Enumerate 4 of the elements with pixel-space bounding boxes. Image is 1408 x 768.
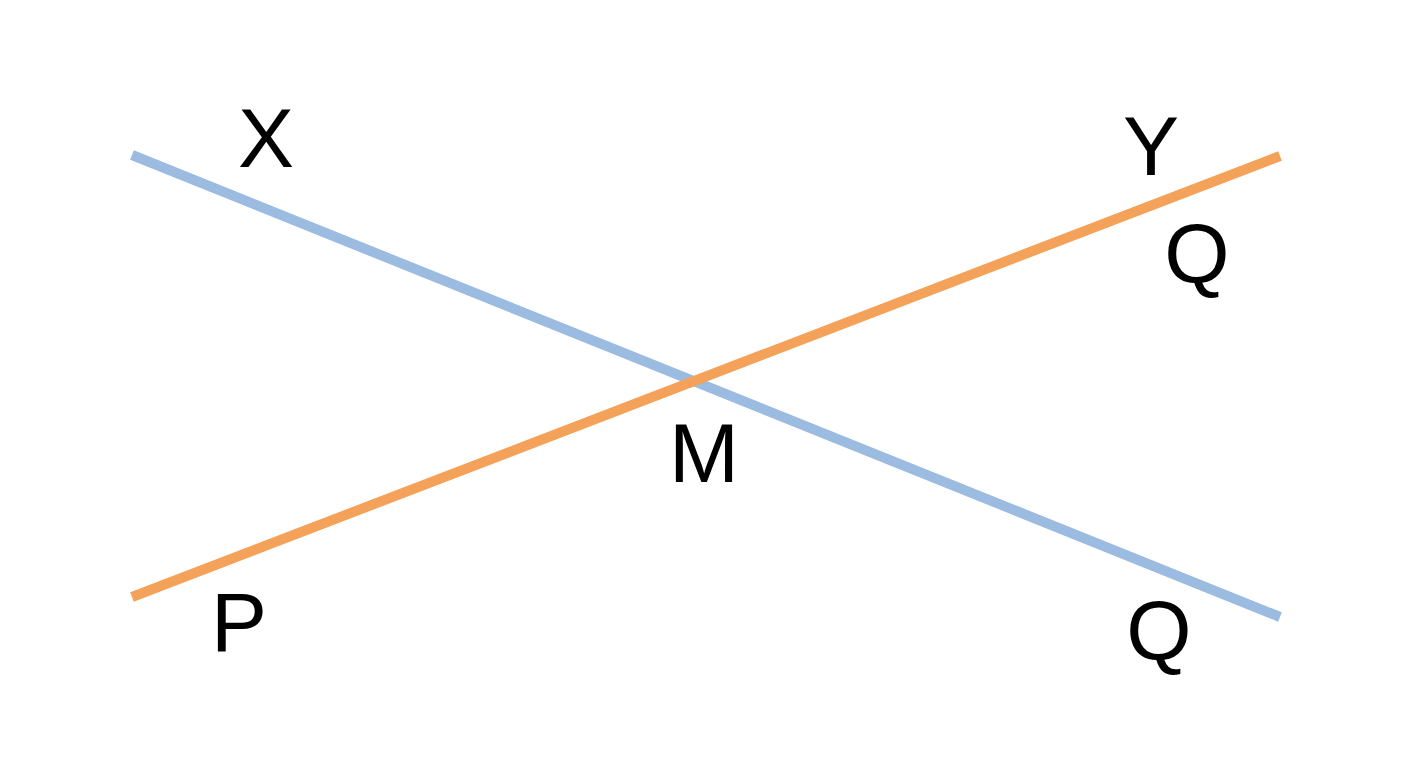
point-label: M bbox=[669, 411, 739, 495]
point-label: X bbox=[238, 96, 294, 180]
point-label: P bbox=[211, 580, 267, 664]
point-label: Y bbox=[1123, 104, 1179, 188]
